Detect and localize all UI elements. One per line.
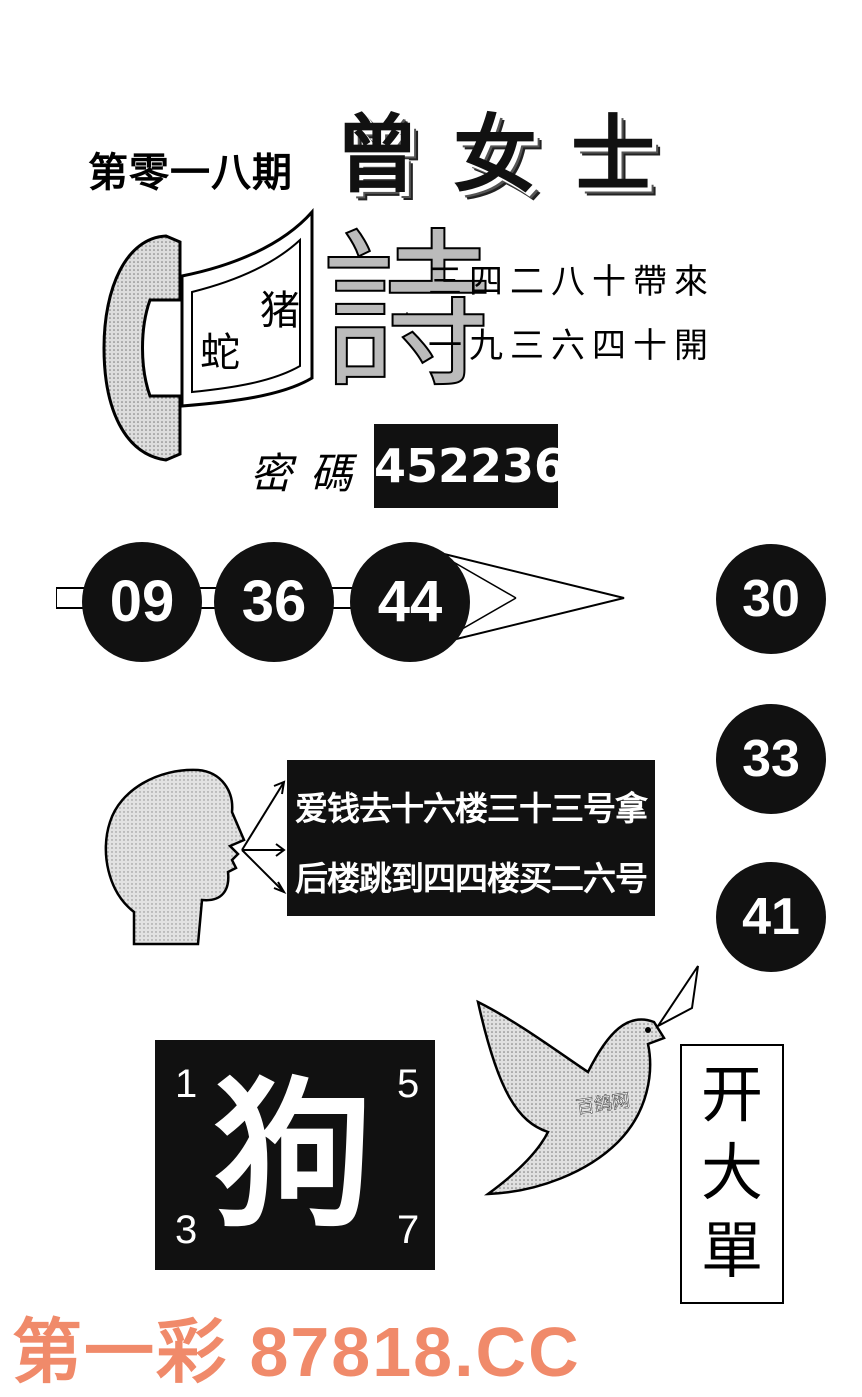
- number-ball: 36: [214, 542, 334, 662]
- password-label: 密碼: [250, 449, 371, 498]
- open-char: 單: [700, 1214, 763, 1287]
- open-char: 开: [700, 1058, 763, 1131]
- dog-number: 1: [175, 1062, 198, 1106]
- dog-number: 7: [397, 1208, 420, 1252]
- number-ball: 44: [350, 542, 470, 662]
- message-line-1: 爱钱去十六楼三十三号拿: [295, 789, 648, 828]
- dove-icon: [476, 965, 699, 1196]
- page-title: 曾女士: [335, 105, 690, 204]
- number-ball: 09: [82, 542, 202, 662]
- open-char: 大: [700, 1136, 763, 1209]
- telephone-icon: [102, 234, 182, 462]
- message-box: 爱钱去十六楼三十三号拿 后楼跳到四四楼买二六号: [287, 760, 655, 916]
- footer-watermark: 第一彩 87818.CC: [12, 1313, 581, 1391]
- password-value: 452236: [374, 424, 566, 508]
- number-ball: 41: [716, 862, 826, 972]
- zodiac-card: [180, 208, 314, 408]
- number-ball: 33: [716, 704, 826, 814]
- zodiac-dog-panel: 1 5 3 7 狗: [155, 1040, 435, 1270]
- open-big-panel: 开 大 單: [680, 1044, 784, 1304]
- poem-line-1: 三四二八十帶來: [428, 262, 715, 302]
- issue-label: 第零一八期: [88, 150, 293, 196]
- message-line-2: 后楼跳到四四楼买二六号: [295, 859, 648, 898]
- zodiac-pig: 猪: [260, 288, 300, 334]
- number-ball: 30: [716, 544, 826, 654]
- poem-big-char: 詩: [321, 214, 493, 412]
- poem-line-2: 一九三六四十開: [428, 326, 715, 366]
- zodiac-snake: 蛇: [200, 330, 240, 376]
- dog-char: 狗: [213, 1061, 374, 1249]
- speaking-head-icon: [104, 768, 287, 946]
- dog-number: 5: [397, 1062, 420, 1106]
- dog-number: 3: [175, 1208, 198, 1252]
